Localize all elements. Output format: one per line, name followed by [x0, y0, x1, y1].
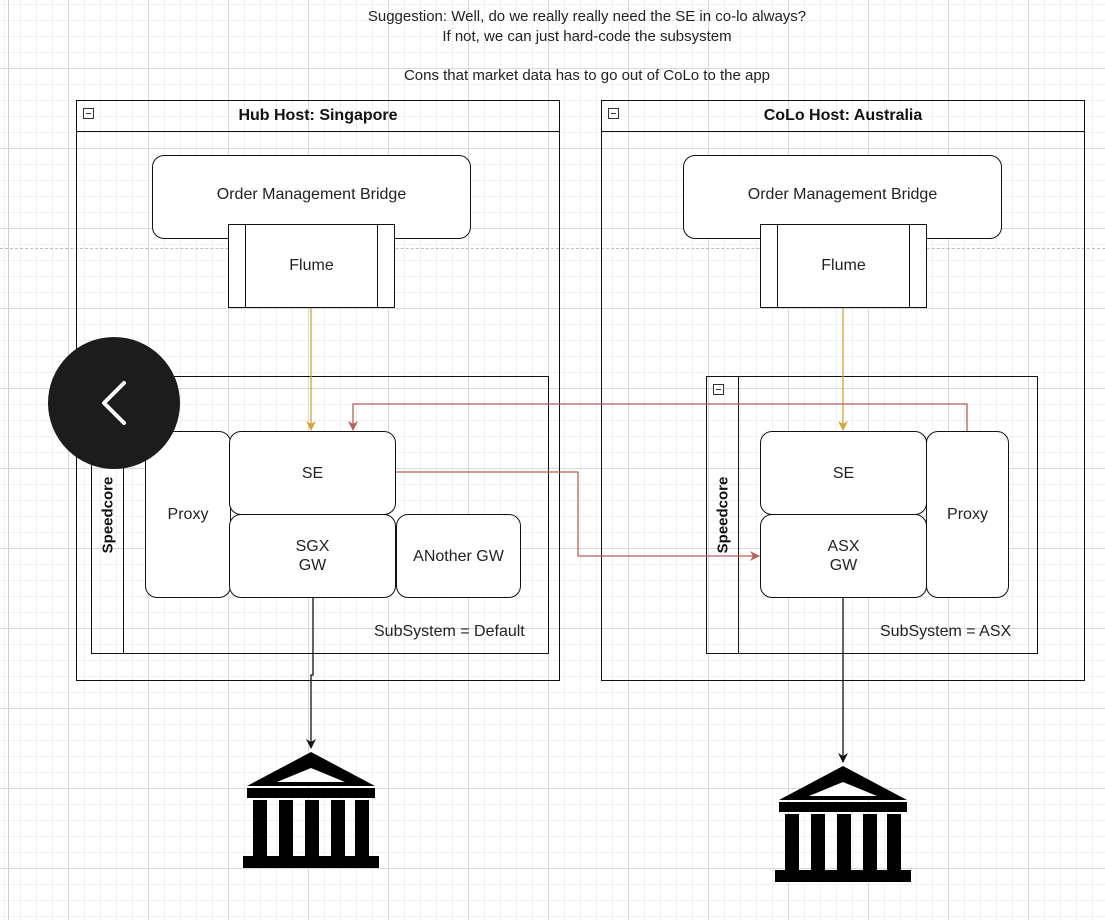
colo-proxy-label: Proxy	[947, 506, 988, 523]
hub-another-gw[interactable]: ANother GW	[396, 514, 521, 598]
canvas-left-border	[8, 0, 9, 920]
flume-right-bar	[377, 225, 378, 307]
hub-flume-label: Flume	[289, 257, 334, 274]
collapse-icon[interactable]	[713, 384, 724, 395]
hub-host-title: Hub Host: Singapore	[238, 107, 398, 124]
colo-host-title: CoLo Host: Australia	[763, 107, 923, 124]
sgx-gw-to-exchange-arrow[interactable]	[306, 598, 316, 749]
flume-right-bar	[909, 225, 910, 307]
chevron-left-icon	[102, 381, 126, 425]
hub-proxy[interactable]: Proxy	[145, 431, 231, 598]
collapse-icon[interactable]	[608, 108, 619, 119]
back-button[interactable]	[48, 337, 180, 469]
colo-proxy-to-hub-se-arrow[interactable]	[348, 403, 968, 431]
colo-subsystem-label: SubSystem = ASX	[880, 623, 1012, 640]
hub-se-label: SE	[301, 464, 324, 482]
hub-sgx-gw[interactable]: SGX GW	[229, 514, 396, 598]
colo-flume[interactable]: Flume	[760, 224, 927, 308]
bank-building-icon[interactable]	[773, 764, 913, 884]
hub-host-header: Hub Host: Singapore	[77, 101, 559, 132]
hub-another-gw-label: ANother GW	[413, 547, 504, 565]
colo-speedcore-strip: Speedcore	[707, 377, 739, 653]
colo-asx-gw[interactable]: ASX GW	[760, 514, 927, 598]
page-break-line	[0, 248, 1105, 249]
colo-host-header: CoLo Host: Australia	[602, 101, 1084, 132]
colo-gw-line2: GW	[829, 557, 858, 574]
colo-flume-label: Flume	[821, 257, 866, 274]
flume-left-bar	[777, 225, 778, 307]
hub-speedcore-strip: Speedcore	[92, 377, 124, 653]
colo-speedcore-container[interactable]: Speedcore SubSystem = ASX	[706, 376, 1038, 654]
hub-proxy-label: Proxy	[167, 506, 209, 523]
colo-omb-label: Order Management Bridge	[747, 185, 938, 203]
colo-proxy[interactable]: Proxy	[926, 431, 1009, 598]
hub-speedcore-container[interactable]: Speedcore SubSystem = Default	[91, 376, 549, 654]
colo-se[interactable]: SE	[760, 431, 927, 515]
suggestion-note-line1[interactable]: Suggestion: Well, do we really really ne…	[367, 8, 807, 25]
colo-gw-line1: ASX	[827, 538, 860, 555]
collapse-icon[interactable]	[83, 108, 94, 119]
hub-gw-line2: GW	[298, 557, 327, 574]
cons-note[interactable]: Cons that market data has to go out of C…	[403, 67, 771, 84]
flume-left-bar	[245, 225, 246, 307]
suggestion-note-line2[interactable]: If not, we can just hard-code the subsys…	[442, 28, 732, 45]
hub-omb-label: Order Management Bridge	[216, 185, 407, 203]
hub-se-to-asx-gw-arrow[interactable]	[396, 471, 760, 561]
colo-se-label: SE	[832, 464, 855, 482]
hub-gw-line1: SGX	[295, 538, 330, 555]
hub-subsystem-label: SubSystem = Default	[374, 623, 525, 640]
hub-se[interactable]: SE	[229, 431, 396, 515]
bank-building-icon[interactable]	[241, 750, 381, 870]
hub-flume[interactable]: Flume	[228, 224, 395, 308]
